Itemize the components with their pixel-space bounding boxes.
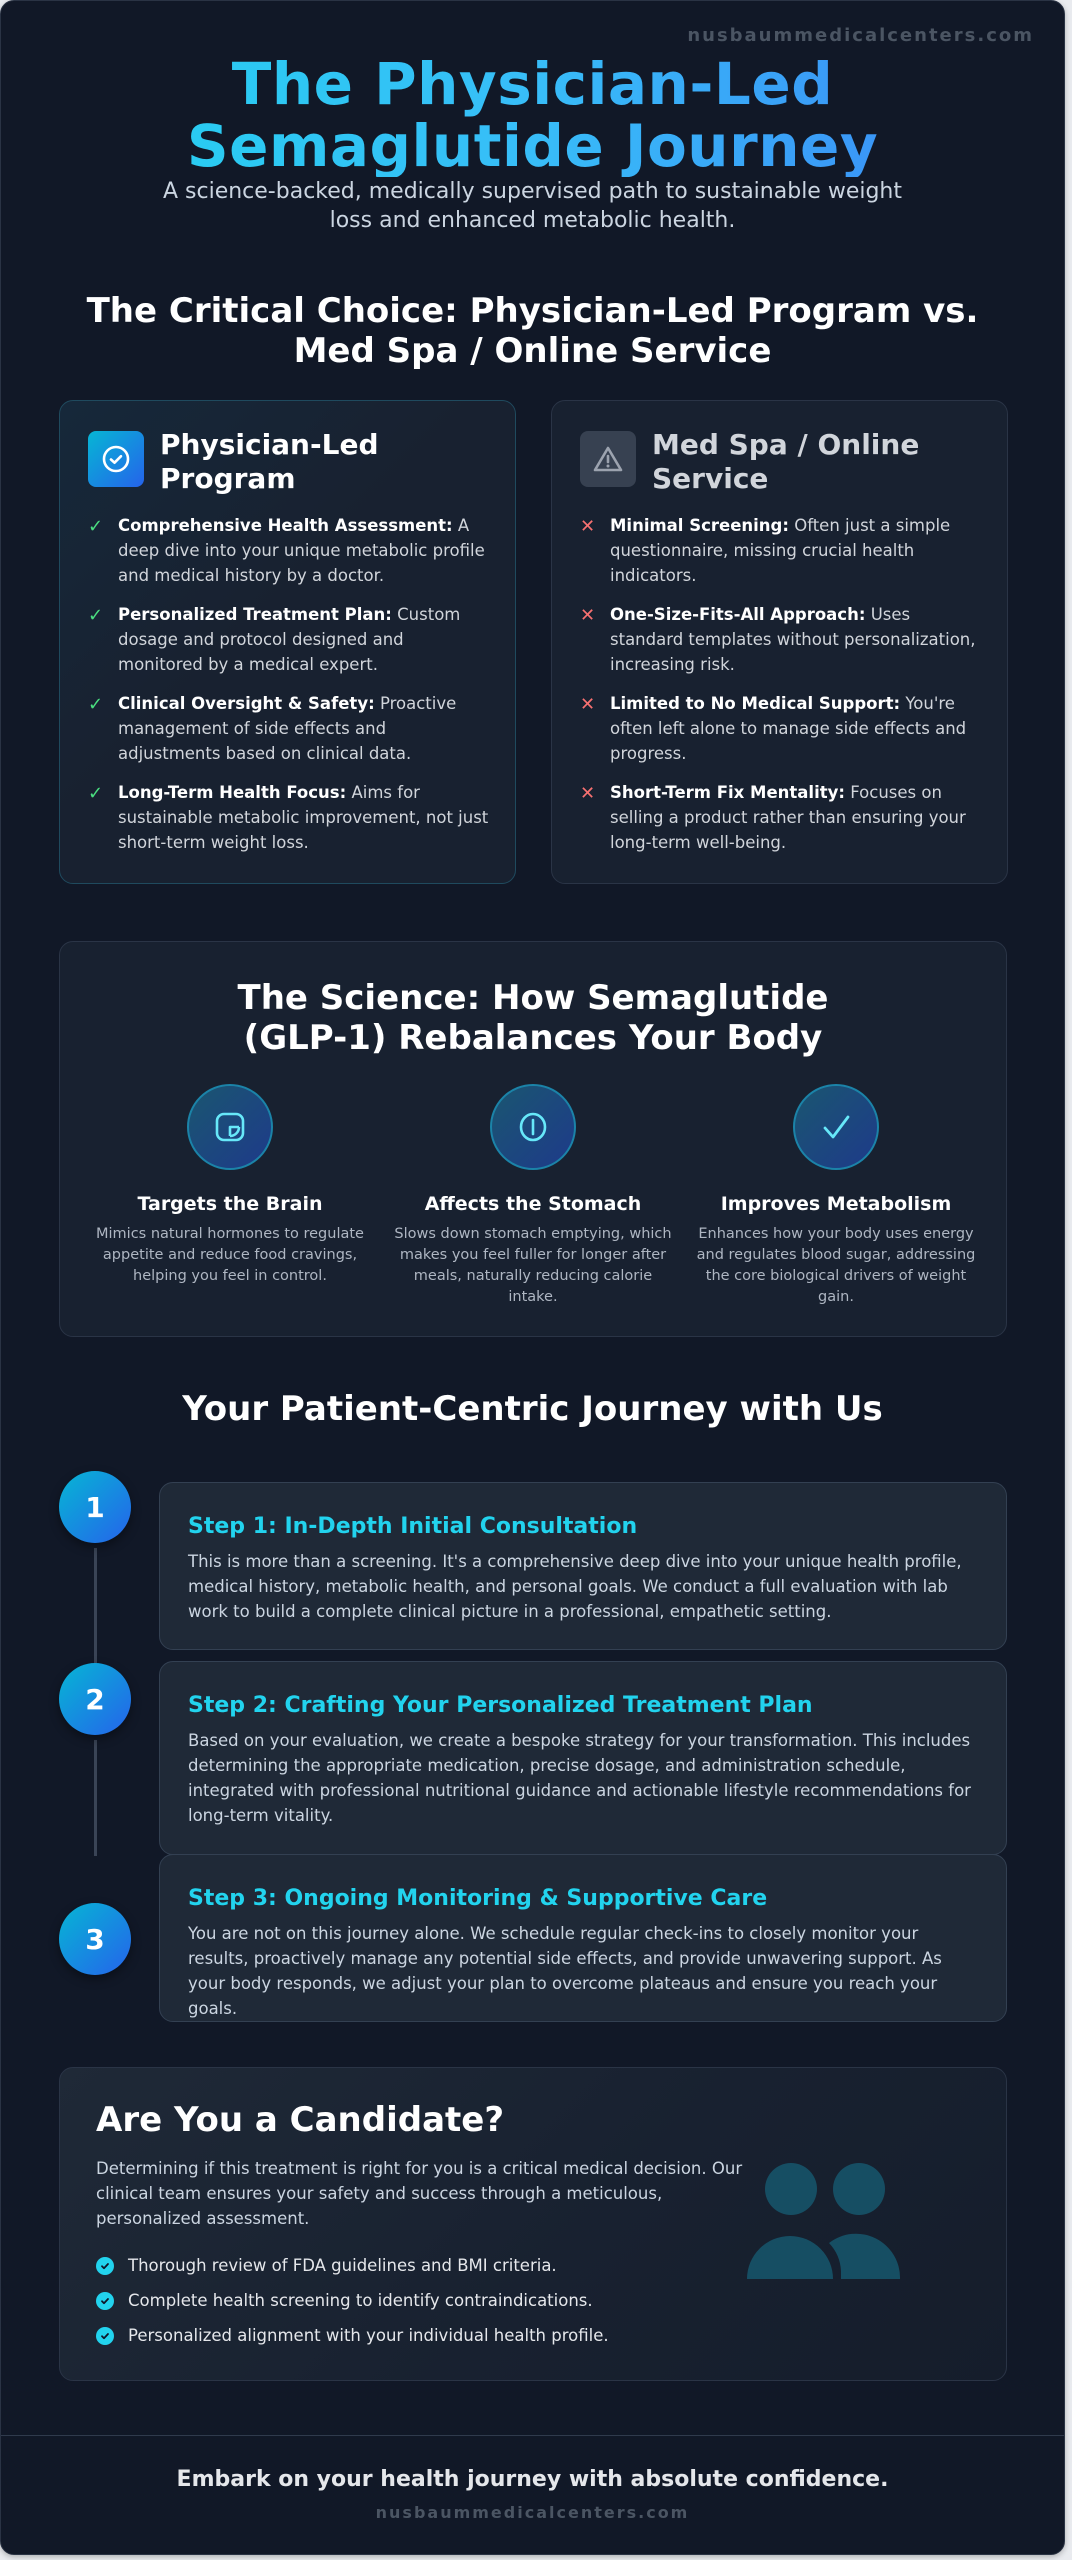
step-card: Step 2: Crafting Your Personalized Treat… [159,1661,1007,1855]
page-title: The Physician-Led Semaglutide Journey [1,53,1064,177]
step-card: Step 3: Ongoing Monitoring & Supportive … [159,1854,1007,2022]
step-card: Step 1: In-Depth Initial Consultation Th… [159,1482,1007,1650]
science-section: The Science: How Semaglutide (GLP-1) Reb… [59,941,1007,1337]
candidate-heading: Are You a Candidate? [96,2100,505,2140]
feature-item: ✓ Personalized Treatment Plan: Custom dos… [88,602,491,677]
journey-heading: Your Patient-Centric Journey with Us [182,1389,883,1429]
step-title: Step 3: Ongoing Monitoring & Supportive … [188,1886,768,1911]
criteria-text: Complete health screening to identify co… [128,2291,593,2310]
med-spa-card: Med Spa / Online Service ✕ Minimal Screen… [551,400,1008,884]
physician-feature-list: ✓ Comprehensive Health Assessment: A deep… [88,513,491,869]
criteria-item: Thorough review of FDA guidelines and BM… [96,2248,609,2283]
step-number-badge: 2 [59,1663,131,1735]
science-item-title: Improves Metabolism [720,1193,952,1215]
feature-item: ✓ Long-Term Health Focus: Aims for sustai… [88,780,491,855]
step-title: Step 1: In-Depth Initial Consultation [188,1514,638,1539]
cross-icon: ✕ [580,605,596,626]
science-item-title: Affects the Stomach [424,1193,642,1215]
feature-text: Custom dosage and protocol designed and … [118,605,461,674]
feature-item: ✕ Limited to No Medical Support: You're o… [580,691,983,766]
brain-icon [187,1084,273,1170]
criteria-text: Personalized alignment with your individ… [128,2326,609,2345]
feature-label: Limited to No Medical Support: [610,694,901,713]
feature-label: Personalized Treatment Plan: [118,605,392,624]
physician-led-card: Physician-Led Program ✓ Comprehensive Hea… [59,400,516,884]
feature-label: One-Size-Fits-All Approach: [610,605,866,624]
stomach-icon [490,1084,576,1170]
medspa-card-header: Med Spa / Online Service [580,428,952,496]
feature-text: Often just a simple questionnaire, missi… [610,516,951,585]
step-title: Step 2: Crafting Your Personalized Treat… [188,1693,813,1718]
science-columns: Targets the Brain Mimics natural hormone… [60,1084,1006,1308]
physician-card-header: Physician-Led Program [88,428,430,496]
criteria-item: Personalized alignment with your individ… [96,2318,609,2353]
cross-icon: ✕ [580,516,596,537]
page-subtitle: A science-backed, medically supervised p… [162,179,903,233]
candidate-description: Determining if this treatment is right f… [96,2159,743,2228]
check-icon: ✓ [88,605,104,626]
feature-item: ✕ Minimal Screening: Often just a simple … [580,513,983,588]
physician-card-title: Physician-Led Program [160,428,379,495]
warning-triangle-icon [580,431,636,487]
timeline-connector [94,1548,97,1666]
candidate-section: Are You a Candidate? Determining if this… [59,2067,1007,2381]
users-icon [747,2159,917,2289]
check-icon [793,1084,879,1170]
check-circle-icon [96,2291,114,2310]
feature-label: Clinical Oversight & Safety: [118,694,375,713]
check-icon: ✓ [88,694,104,715]
step-number-badge: 1 [59,1471,131,1543]
footer-tagline: Embark on your health journey with absol… [176,2467,889,2492]
check-icon: ✓ [88,783,104,804]
footer-domain: nusbaummedicalcenters.com [375,2503,690,2522]
feature-label: Long-Term Health Focus: [118,783,347,802]
check-circle-icon [96,2326,114,2345]
science-item-text: Slows down stomach emptying, which makes… [394,1226,672,1305]
timeline-connector [94,1740,97,1856]
feature-item: ✕ One-Size-Fits-All Approach: Uses standa… [580,602,983,677]
feature-text: A deep dive into your unique metabolic p… [118,516,485,585]
criteria-item: Complete health screening to identify co… [96,2283,609,2318]
step-text: You are not on this journey alone. We sc… [188,1924,942,2018]
feature-label: Short-Term Fix Mentality: [610,783,845,802]
candidate-criteria-list: Thorough review of FDA guidelines and BM… [96,2248,609,2353]
medspa-card-title: Med Spa / Online Service [652,428,920,495]
science-item-text: Enhances how your body uses energy and r… [696,1226,976,1305]
science-item-brain: Targets the Brain Mimics natural hormone… [90,1084,370,1308]
step-number-badge: 3 [59,1903,131,1975]
science-item-text: Mimics natural hormones to regulate appe… [96,1226,364,1284]
feature-label: Comprehensive Health Assessment: [118,516,453,535]
check-icon: ✓ [88,516,104,537]
check-circle-icon [96,2256,114,2275]
medspa-feature-list: ✕ Minimal Screening: Often just a simple … [580,513,983,869]
comparison-heading: The Critical Choice: Physician-Led Progr… [86,291,979,371]
feature-text: Focuses on selling a product rather than… [610,783,966,852]
science-heading: The Science: How Semaglutide (GLP-1) Reb… [237,978,829,1058]
feature-text: Proactive management of side effects and… [118,694,457,763]
cross-icon: ✕ [580,694,596,715]
footer-divider [1,2435,1064,2436]
feature-item: ✕ Short-Term Fix Mentality: Focuses on se… [580,780,983,855]
feature-text: Uses standard templates without personal… [610,605,976,674]
step-text: This is more than a screening. It's a co… [188,1552,962,1621]
science-item-stomach: Affects the Stomach Slows down stomach e… [393,1084,673,1308]
feature-item: ✓ Comprehensive Health Assessment: A deep… [88,513,491,588]
check-circle-icon [88,431,144,487]
science-item-metabolism: Improves Metabolism Enhances how your bo… [696,1084,976,1308]
header-domain: nusbaummedicalcenters.com [687,25,1034,46]
feature-label: Minimal Screening: [610,516,789,535]
criteria-text: Thorough review of FDA guidelines and BM… [128,2256,557,2275]
feature-text: You're often left alone to manage side e… [610,694,967,763]
step-text: Based on your evaluation, we create a be… [188,1731,971,1825]
science-item-title: Targets the Brain [137,1193,323,1215]
cross-icon: ✕ [580,783,596,804]
feature-text: Aims for sustainable metabolic improveme… [118,783,489,852]
feature-item: ✓ Clinical Oversight & Safety: Proactive … [88,691,491,766]
